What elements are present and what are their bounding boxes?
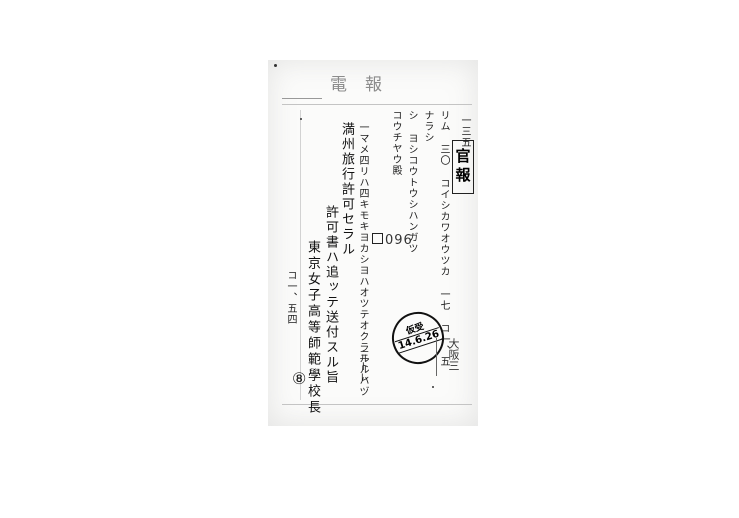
speck (300, 118, 302, 120)
sender-name: 東京女子高等師範學校長 (305, 240, 320, 416)
form-rule-vertical (300, 110, 301, 400)
stamp-box-icon (372, 233, 383, 244)
telegram-line-2: リム 三〇 コイシカワオウツカ 一七 コ一、五 (438, 110, 449, 367)
speck (274, 64, 277, 67)
stamp-number-text: 096 (385, 233, 413, 248)
message-end: 三トレ (357, 350, 368, 383)
handwritten-line-1: 満州旅行許可セラル (339, 122, 354, 257)
telegram-line-3: ナラシ (422, 110, 433, 143)
handwritten-line-2: 許可書ハ追ッテ送付スル旨 (323, 205, 338, 385)
form-rule-left (282, 98, 322, 99)
form-rule-top (282, 104, 472, 105)
postmark-bottom (421, 347, 423, 355)
telegram-line-1: 一三五 (459, 115, 470, 148)
telegram-line-5: コウチヤウ殿 (390, 110, 401, 176)
form-rule-bottom (282, 404, 472, 405)
speck (432, 386, 434, 388)
header-title: 電報 (330, 75, 400, 95)
circle-mark: ⑧ (292, 369, 307, 388)
margin-number: コ一、五四 (285, 270, 296, 325)
telegram-line-4: シ ヨシコウトウシハンガツ (406, 110, 417, 254)
kanpo-stamp: 官報 (452, 140, 474, 194)
handling-stamp: 大阪三 (436, 338, 461, 376)
message-line-1: 一マメ四リハ四キモキヨカシヨハオツテオクラルルハヅ (357, 122, 368, 397)
stamp-number: 096 (372, 233, 413, 248)
